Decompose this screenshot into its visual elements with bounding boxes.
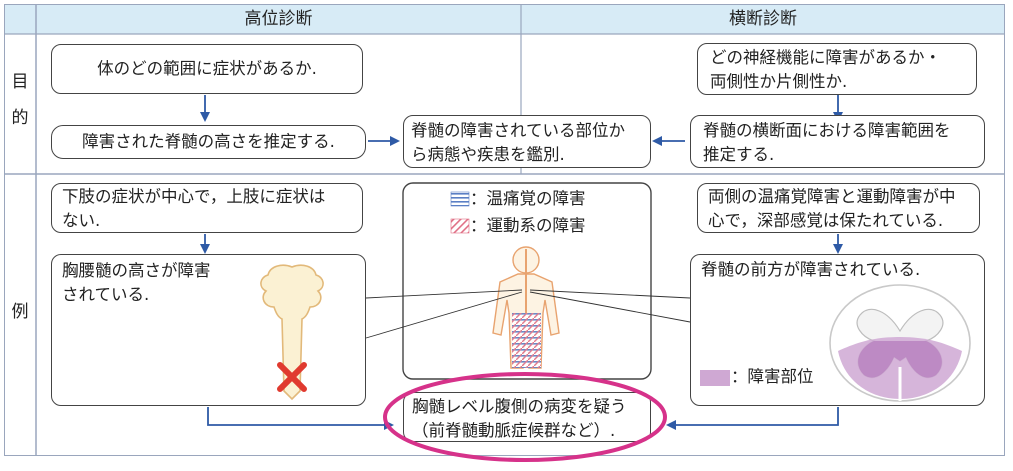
purpose-right-bottom-box: 脊髄の横断面における障害範囲を 推定する. xyxy=(690,115,985,168)
temperature-legend-label: ：温痛覚の障害 xyxy=(470,189,586,208)
lesion-legend-swatch xyxy=(700,370,730,386)
purpose-right-top-box: どの神経機能に障害があるか・ 両側性か片側性か. xyxy=(697,43,977,95)
example-label: 例 xyxy=(11,302,29,322)
purpose-label-top: 目 xyxy=(11,72,29,92)
spinal-cross-section-illustration xyxy=(829,284,971,402)
purpose-label-bottom: 的 xyxy=(11,108,29,128)
arrow-right-to-conclusion xyxy=(666,407,839,430)
example-left-top-box: 下肢の症状が中心で，上肢に症状は ない. xyxy=(51,183,363,233)
temperature-legend-swatch xyxy=(450,191,470,207)
conclusion-box: 胸髄レベル腹側の病変を疑う （前脊髄動脈症候群など）. xyxy=(403,392,651,442)
example-left-bottom-box: 胸腰髄の高さが障害 されている. xyxy=(51,254,366,406)
lesion-legend-label: ：障害部位 xyxy=(731,367,814,386)
example-right-bottom-box: 脊髄の前方が障害されている. ：障害部位 xyxy=(690,254,985,406)
arrow-left-to-conclusion xyxy=(207,407,394,430)
example-right-top-box: 両側の温痛覚障害と運動障害が中 心で，深部感覚は保たれている. xyxy=(697,183,980,233)
lower-body-lesion-pattern xyxy=(512,313,541,368)
motor-legend-swatch xyxy=(450,218,470,234)
header-high-level-diagnosis: 高位診断 xyxy=(244,9,313,29)
spinal-cord-illustration xyxy=(260,264,324,401)
motor-legend-label: ：運動系の障害 xyxy=(470,216,586,235)
x-mark-icon xyxy=(277,362,307,392)
header-cross-section-diagnosis: 横断診断 xyxy=(729,9,797,29)
purpose-left-bottom-box: 障害された脊髄の高さを推定する. xyxy=(51,125,366,159)
header-band xyxy=(4,4,1005,34)
purpose-center-box: 脊髄の障害されている部位か ら病態や疾患を鑑別. xyxy=(403,115,651,168)
purpose-left-top-box: 体のどの範囲に症状があるか. xyxy=(51,44,363,94)
